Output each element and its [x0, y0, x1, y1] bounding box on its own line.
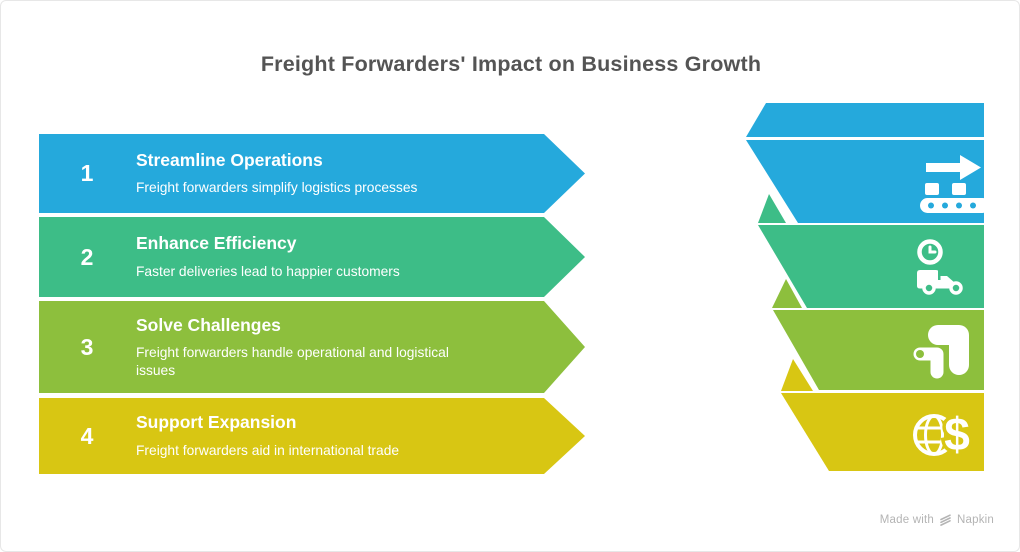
- dollar-glyph: $: [944, 408, 970, 460]
- step-banner-4: 4 Support Expansion Freight forwarders a…: [39, 398, 585, 474]
- zigzag-ribbon: $: [746, 103, 990, 471]
- fold-triangle-olive: [772, 279, 802, 308]
- delivery-truck-clock-icon: [915, 237, 963, 295]
- pipe-fitting-icon: [913, 325, 969, 379]
- step-number: 1: [80, 160, 94, 186]
- step-description: Freight forwarders aid in international …: [136, 442, 400, 458]
- step-number: 3: [80, 333, 94, 360]
- brand-label: Napkin: [957, 513, 994, 526]
- napkin-logo-icon: [940, 514, 951, 526]
- ribbon-band-yellow: [781, 393, 984, 471]
- step-description: Freight forwarders simplify logistics pr…: [136, 180, 418, 196]
- step-number: 2: [80, 243, 94, 270]
- step-number: 4: [80, 422, 94, 449]
- globe-dollar-icon: $: [913, 405, 973, 464]
- step-title: Support Expansion: [136, 412, 297, 433]
- step-title: Solve Challenges: [136, 314, 281, 335]
- fold-triangle-yellow: [781, 359, 813, 391]
- fold-triangle-green: [758, 194, 786, 223]
- step-description: Faster deliveries lead to happier custom…: [136, 263, 400, 279]
- step-banner-2: 2 Enhance Efficiency Faster deliveries l…: [39, 217, 585, 297]
- step-banner-3: 3 Solve Challenges Freight forwarders ha…: [39, 301, 585, 393]
- step-description: Freight forwarders handle operational an…: [136, 344, 449, 378]
- conveyor-arrow-icon: [920, 155, 990, 213]
- made-with-napkin-link[interactable]: Made with Napkin: [880, 513, 994, 526]
- step-title: Enhance Efficiency: [136, 233, 297, 254]
- made-with-label: Made with: [879, 513, 934, 526]
- step-title: Streamline Operations: [136, 149, 323, 170]
- step-banner-1: 1 Streamline Operations Freight forwarde…: [39, 134, 585, 213]
- page-title: Freight Forwarders' Impact on Business G…: [260, 52, 762, 76]
- ribbon-strip-blue: [746, 103, 984, 137]
